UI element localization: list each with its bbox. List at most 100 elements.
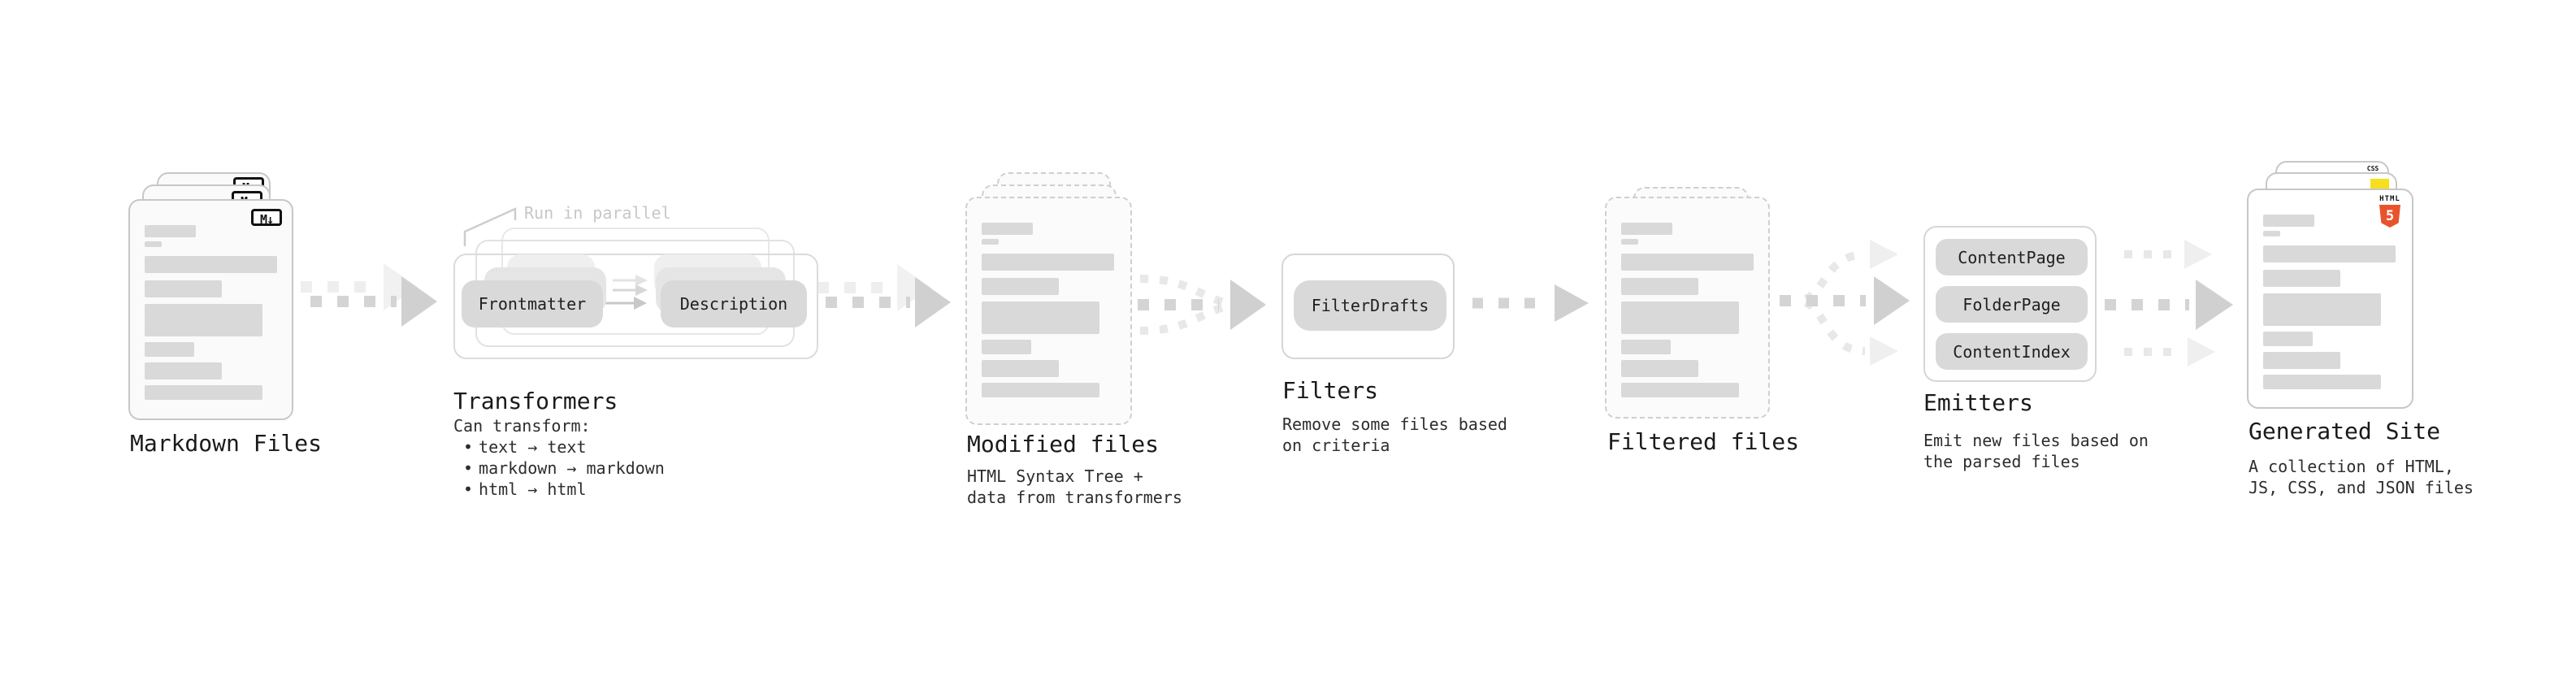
stage-label-generated-site: Generated Site [2249,418,2441,445]
text-line-placeholder [982,383,1099,397]
folderpage-pill: FolderPage [1936,286,2088,323]
stage-label-filters: Filters [1282,377,1379,404]
stage-label-modified-files: Modified files [967,431,1160,458]
arrow-echo-head [897,264,931,311]
generated-site-stack: CSS HTML 5 [2247,161,2422,413]
folderpage-pill-label: FolderPage [1962,294,2061,314]
doc-card-front [965,197,1132,425]
frontmatter-pill-label: Frontmatter [478,294,587,314]
desc-line: JS, CSS, and JSON files [2249,478,2474,497]
text-line-placeholder [145,342,194,357]
arrow-head [1555,284,1589,322]
split-branch-bottom-head [1870,336,1898,366]
arrow-emitters-to-generated [2105,240,2233,367]
text-line-placeholder [145,304,262,336]
split-branch-top-head [1870,240,1898,269]
text-line-placeholder [1621,254,1754,271]
text-line-placeholder [1621,223,1672,235]
arrow-filtered-to-emitters-split [1780,240,1910,366]
arrow-echo-head [384,263,418,310]
filterdrafts-pill: FilterDrafts [1294,280,1446,331]
doc-card-front [1605,197,1770,419]
contentindex-pill-label: ContentIndex [1953,341,2071,362]
parallel-bottom-head [2188,337,2215,367]
text-line-placeholders [145,225,277,400]
text-line-placeholder [2263,352,2340,369]
arrow-filters-to-filtered [1472,284,1589,322]
text-line-placeholder [2263,375,2381,389]
filters-description: Remove some files based on criteria [1282,414,1507,456]
text-line-placeholder [145,280,222,297]
desc-line: HTML Syntax Tree + [967,466,1143,486]
markdown-icon-glyph: M↓ [259,212,274,227]
emitters-description: Emit new files based on the parsed files [1923,430,2149,472]
text-line-placeholders [1621,223,1754,397]
bullet-text: markdown → markdown [479,458,665,478]
bullet-text: text → text [479,437,587,457]
description-pill-label: Description [679,294,788,314]
text-line-placeholders [2263,215,2396,389]
modified-files-stack [965,172,1169,428]
text-line-placeholder [1621,360,1698,377]
doc-card-html: HTML 5 [2247,189,2413,409]
text-line-placeholder [1621,239,1638,245]
text-line-placeholder [2263,293,2381,326]
arrow-head [1874,276,1910,325]
parallel-top-head [2184,240,2212,269]
text-line-placeholder [982,278,1059,295]
doc-card-front: M↓ [128,199,293,420]
bullet-char: • [463,458,474,478]
text-line-placeholder [982,239,999,245]
transformers-desc-title: Can transform: [453,416,591,436]
stage-label-transformers: Transformers [453,388,618,414]
desc-line: data from transformers [967,488,1182,507]
arrow-head [915,277,951,327]
text-line-placeholder [982,254,1114,271]
text-line-placeholder [2263,332,2313,346]
emitters-panel: ContentPage FolderPage ContentIndex [1923,226,2097,382]
text-line-placeholder [1621,340,1671,354]
desc-line: Emit new files based on [1923,431,2149,450]
modified-files-description: HTML Syntax Tree + data from transformer… [967,466,1182,508]
text-line-placeholder [145,256,277,273]
html5-icon-word: HTML [2379,195,2400,203]
text-line-placeholder [1621,301,1739,334]
filtered-files-stack [1605,187,1776,419]
text-line-placeholder [2263,231,2280,236]
transformers-bullet: •html → html [453,479,665,500]
stage-label-emitters: Emitters [1923,389,2033,416]
markdown-files-stack: M↓ M↓ M↓ [128,172,332,420]
markdown-icon: M↓ [251,209,282,227]
description-pill: Description [661,280,807,327]
text-line-placeholder [1621,383,1739,397]
bullet-text: html → html [479,479,587,499]
contentindex-pill: ContentIndex [1936,333,2088,370]
stage-label-markdown-files: Markdown Files [130,430,323,457]
filters-panel: FilterDrafts [1281,254,1455,359]
generated-site-description: A collection of HTML, JS, CSS, and JSON … [2249,456,2474,498]
split-branch-bottom [1803,298,1866,355]
text-line-placeholder [2263,215,2314,227]
bullet-char: • [463,437,474,457]
desc-line: A collection of HTML, [2249,457,2454,476]
text-line-placeholder [145,225,196,237]
text-line-placeholder [145,362,222,380]
html5-icon: HTML 5 [2376,196,2404,228]
split-branch-top [1803,250,1866,303]
arrow-transformers-to-modified [817,264,951,327]
text-line-placeholder [145,241,162,247]
html5-icon-shield: 5 [2379,205,2400,228]
transformers-description: Can transform: •text → text •markdown → … [453,415,665,500]
text-line-placeholder [2263,245,2396,262]
text-line-placeholder [982,340,1031,354]
desc-line: Remove some files based [1282,414,1507,434]
bullet-char: • [463,479,474,499]
desc-line: on criteria [1282,436,1390,455]
contentpage-pill-label: ContentPage [1958,247,2066,267]
css-icon-word: CSS [2366,165,2379,172]
transformer-box-front [453,254,818,359]
stage-label-filtered-files: Filtered files [1607,428,1800,455]
text-line-placeholder [982,223,1033,235]
filterdrafts-pill-label: FilterDrafts [1311,296,1429,315]
